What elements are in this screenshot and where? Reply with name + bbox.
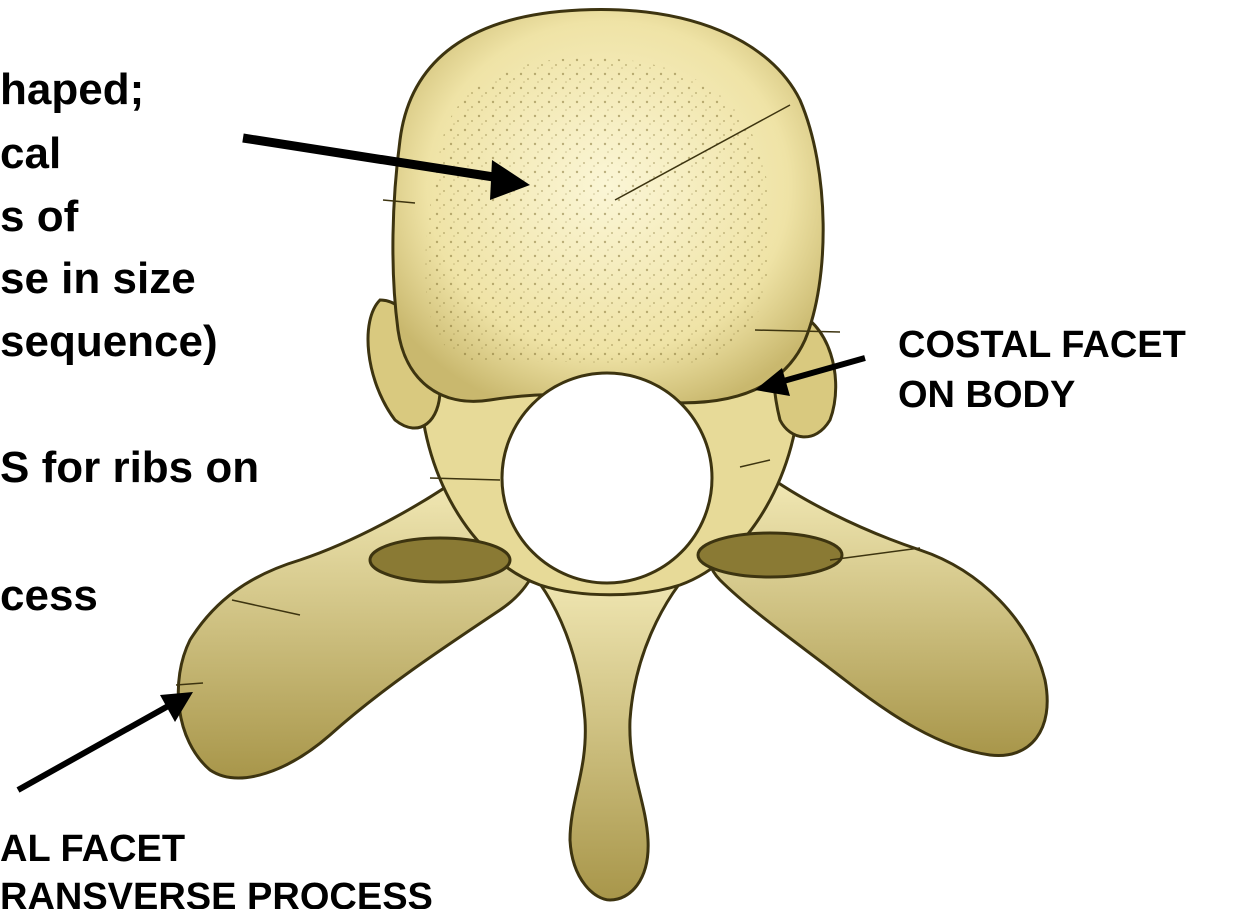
description-line: cess xyxy=(0,574,98,618)
description-line: cal xyxy=(0,132,61,176)
description-line: sequence) xyxy=(0,320,218,364)
label-line: RANSVERSE PROCESS xyxy=(0,878,433,909)
arrow-icon xyxy=(243,138,530,200)
description-line: s of xyxy=(0,195,78,239)
label-line: ON BODY xyxy=(898,376,1075,414)
arrow-icon xyxy=(18,692,193,790)
description-line: haped; xyxy=(0,68,144,112)
description-line: se in size xyxy=(0,257,196,301)
label-line: COSTAL FACET xyxy=(898,326,1186,364)
label-line: AL FACET xyxy=(0,830,185,868)
description-line: S for ribs on xyxy=(0,446,259,490)
arrow-icon xyxy=(755,358,865,396)
